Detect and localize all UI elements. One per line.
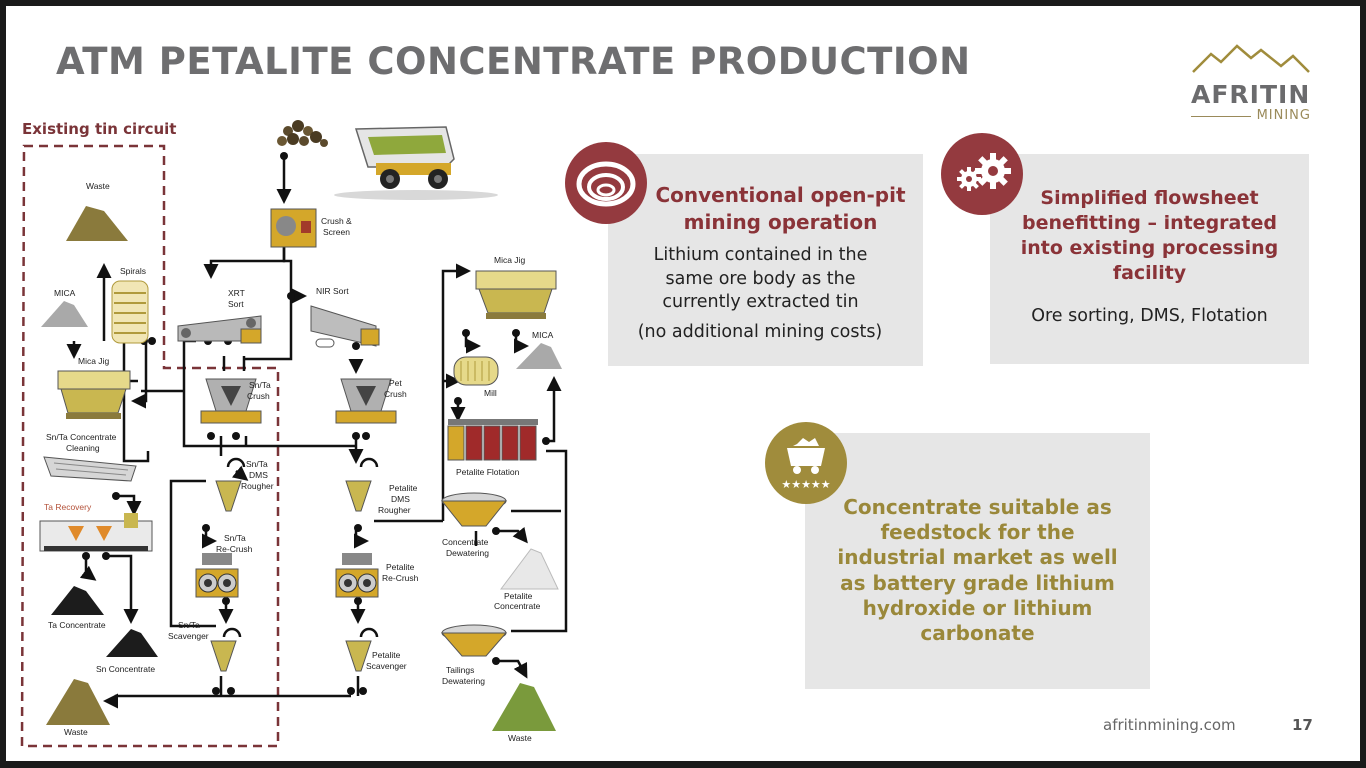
snta-scavenger-icon bbox=[210, 627, 242, 672]
ta-concentrate-pile-icon bbox=[51, 586, 104, 615]
slide: ATM PETALITE CONCENTRATE PRODUCTION AFRI… bbox=[6, 6, 1360, 761]
pet-crush-label-2: Crush bbox=[384, 389, 407, 399]
card-1-body: Lithium contained in the same ore body a… bbox=[653, 245, 868, 312]
pet-recrush-label-1: Petalite bbox=[386, 562, 415, 572]
pet-scav-label-2: Scavenger bbox=[366, 661, 407, 671]
conc-cleaning-label-1: Sn/Ta Concentrate bbox=[46, 432, 117, 442]
waste-bottom-right-label: Waste bbox=[508, 733, 532, 743]
page-title: ATM PETALITE CONCENTRATE PRODUCTION bbox=[56, 40, 971, 83]
ta-concentrate-label: Ta Concentrate bbox=[48, 620, 106, 630]
waste-top-label: Waste bbox=[86, 181, 110, 191]
card-concentrate: Concentrate suitable as feedstock for th… bbox=[805, 433, 1150, 689]
mountain-logo-icon bbox=[1192, 44, 1310, 73]
petalite-scavenger-icon bbox=[345, 627, 379, 672]
spirals-icon bbox=[111, 280, 149, 344]
petalite-recrusher-icon bbox=[335, 553, 379, 598]
snta-crusher-icon bbox=[200, 378, 262, 424]
petalite-concentrate-pile-icon bbox=[500, 548, 559, 590]
logo-divider bbox=[1191, 116, 1251, 117]
snta-dms-cyclone-icon bbox=[215, 457, 246, 512]
pet-conc-label-2: Concentrate bbox=[494, 601, 541, 611]
snta-recrush-label-2: Re-Crush bbox=[216, 544, 253, 554]
haul-truck-icon bbox=[334, 126, 498, 200]
card-1-note: (no additional mining costs) bbox=[637, 322, 883, 342]
sn-concentrate-pile-icon bbox=[106, 629, 158, 657]
nir-sorter-icon bbox=[310, 305, 380, 348]
snta-crush-label-1: Sn/Ta bbox=[249, 380, 271, 390]
xrt-sort-label-2: Sort bbox=[228, 299, 244, 309]
pet-flotation-label: Petalite Flotation bbox=[456, 467, 520, 477]
snta-dms-label-3: Rougher bbox=[241, 481, 274, 491]
ball-mill-icon bbox=[453, 356, 499, 386]
ta-recovery-label: Ta Recovery bbox=[44, 502, 92, 512]
page-number: 17 bbox=[1292, 716, 1313, 734]
svg-text:★★★★★: ★★★★★ bbox=[781, 478, 830, 491]
waste-pile-bottom-left-icon bbox=[46, 679, 110, 725]
pet-crush-label-1: Pet bbox=[389, 378, 402, 388]
spirals-label: Spirals bbox=[120, 266, 146, 276]
card-flowsheet: Simplified flowsheet benefitting – integ… bbox=[990, 154, 1309, 364]
mica-pile-icon bbox=[41, 301, 88, 327]
snta-dms-label-2: DMS bbox=[249, 470, 268, 480]
waste-pile-icon bbox=[66, 206, 128, 241]
flotation-cells-icon bbox=[447, 419, 538, 461]
mica-jig-left-label: Mica Jig bbox=[78, 356, 109, 366]
sn-concentrate-label: Sn Concentrate bbox=[96, 664, 155, 674]
card-1-title: Conventional open-pit mining operation bbox=[655, 183, 906, 234]
xrt-sort-label-1: XRT bbox=[228, 288, 245, 298]
shaking-table-icon bbox=[43, 456, 137, 482]
afritin-logo: AFRITIN MINING bbox=[1189, 42, 1311, 132]
concentrate-thickener-icon bbox=[440, 492, 508, 527]
snta-recrush-label-1: Sn/Ta bbox=[224, 533, 246, 543]
flowsheet-diagram: Existing tin circuit bbox=[6, 101, 586, 761]
conc-cleaning-label-2: Cleaning bbox=[66, 443, 100, 453]
pet-conc-label-1: Petalite bbox=[504, 591, 533, 601]
tailings-thickener-icon bbox=[440, 624, 508, 657]
waste-pile-bottom-right-icon bbox=[492, 683, 556, 731]
existing-tin-circuit-boundary bbox=[20, 144, 280, 748]
mica-jig-left-icon bbox=[57, 370, 131, 419]
mica-right-pile-icon bbox=[516, 343, 562, 369]
open-pit-icon bbox=[565, 142, 647, 224]
tail-dewater-label-1: Tailings bbox=[446, 665, 474, 675]
waste-bottom-left-label: Waste bbox=[64, 727, 88, 737]
crush-screen-label-2: Screen bbox=[323, 227, 350, 237]
pet-crusher-icon bbox=[335, 378, 397, 424]
mica-left-label: MICA bbox=[54, 288, 76, 298]
mica-jig-right-label: Mica Jig bbox=[494, 255, 525, 265]
card-2-body: Ore sorting, DMS, Flotation bbox=[1031, 306, 1268, 326]
ta-recovery-icon bbox=[39, 513, 153, 552]
card-mining-operation: Conventional open-pit mining operation L… bbox=[608, 154, 923, 366]
pet-dms-label-2: DMS bbox=[391, 494, 410, 504]
crush-screen-label-1: Crush & bbox=[321, 216, 352, 226]
footer-website[interactable]: afritinmining.com bbox=[1103, 716, 1236, 734]
nir-sort-label: NIR Sort bbox=[316, 286, 349, 296]
pet-recrush-label-2: Re-Crush bbox=[382, 573, 419, 583]
existing-circuit-label: Existing tin circuit bbox=[22, 120, 176, 138]
gears-icon bbox=[941, 133, 1023, 215]
ore-pile-icon bbox=[277, 120, 328, 147]
pet-dms-label-1: Petalite bbox=[389, 483, 418, 493]
logo-name: AFRITIN bbox=[1191, 80, 1311, 109]
conc-dewater-label-1: Concentrate bbox=[442, 537, 489, 547]
crush-screen-icon bbox=[270, 208, 317, 248]
snta-crush-label-2: Crush bbox=[247, 391, 270, 401]
petalite-dms-cyclone-icon bbox=[345, 457, 379, 512]
logo-sub: MINING bbox=[1256, 108, 1311, 123]
pet-dms-label-3: Rougher bbox=[378, 505, 411, 515]
snta-dms-label-1: Sn/Ta bbox=[246, 459, 268, 469]
mica-right-label: MICA bbox=[532, 330, 554, 340]
mica-jig-right-icon bbox=[475, 270, 557, 319]
conc-dewater-label-2: Dewatering bbox=[446, 548, 489, 558]
mill-label: Mill bbox=[484, 388, 497, 398]
card-3-title: Concentrate suitable as feedstock for th… bbox=[837, 495, 1118, 646]
tail-dewater-label-2: Dewatering bbox=[442, 676, 485, 686]
xrt-sorter-icon bbox=[177, 315, 262, 344]
pet-scav-label-1: Petalite bbox=[372, 650, 401, 660]
snta-scav-label-2: Scavenger bbox=[168, 631, 209, 641]
snta-recrusher-icon bbox=[195, 553, 239, 598]
snta-scav-label-1: Sn/Ta bbox=[178, 620, 200, 630]
card-2-title: Simplified flowsheet benefitting – integ… bbox=[1020, 187, 1279, 284]
mine-cart-icon: ★★★★★ bbox=[765, 422, 847, 504]
